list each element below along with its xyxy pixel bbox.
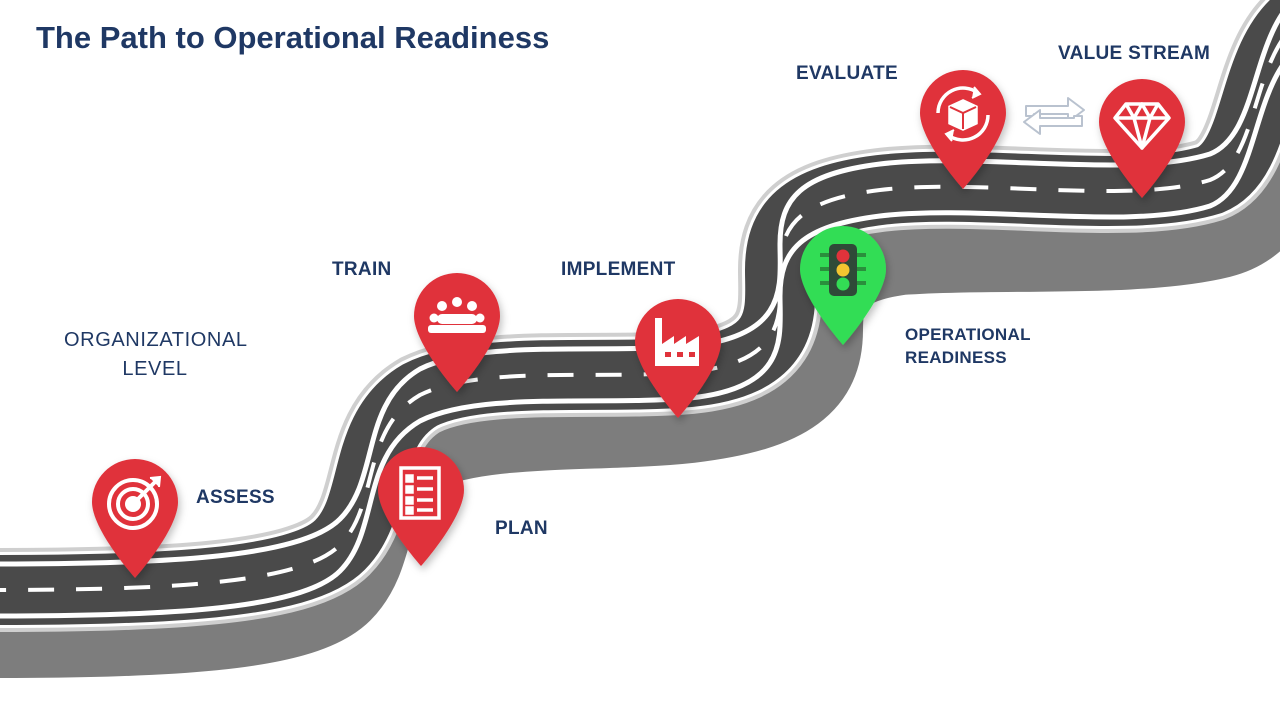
team-meeting-icon <box>428 297 486 333</box>
step-label-train: TRAIN <box>332 259 392 280</box>
pin-evaluate <box>916 69 1010 191</box>
step-label-assess: ASSESS <box>196 487 275 508</box>
pin-implement <box>631 298 725 420</box>
step-label-line2: READINESS <box>905 348 1007 367</box>
step-label-line1: OPERATIONAL <box>905 325 1031 344</box>
target-icon <box>107 475 162 530</box>
diamond-icon <box>1113 102 1171 150</box>
pin-train <box>410 272 504 394</box>
pin-plan <box>374 446 468 568</box>
side-note-line2: LEVEL <box>122 358 188 380</box>
road-surface <box>0 0 1280 632</box>
side-note-organizational-level: ORGANIZATIONAL LEVEL <box>64 326 248 384</box>
traffic-light-icon <box>820 244 866 296</box>
package-cycle-icon <box>936 86 990 142</box>
page-title: The Path to Operational Readiness <box>36 20 550 55</box>
checklist-icon <box>399 466 441 520</box>
side-note-line1: ORGANIZATIONAL <box>64 329 248 351</box>
step-label-evaluate: EVALUATE <box>796 63 898 84</box>
step-label-implement: IMPLEMENT <box>561 259 676 280</box>
pin-operational-readiness <box>796 225 890 347</box>
swap-arrows-icon <box>1014 92 1094 140</box>
pin-assess <box>88 458 182 580</box>
factory-icon <box>655 318 699 366</box>
pin-value-stream <box>1095 78 1189 200</box>
step-label-value-stream: VALUE STREAM <box>1058 43 1211 64</box>
step-label-operational-readiness: OPERATIONAL READINESS <box>905 323 1031 369</box>
step-label-plan: PLAN <box>495 518 548 539</box>
